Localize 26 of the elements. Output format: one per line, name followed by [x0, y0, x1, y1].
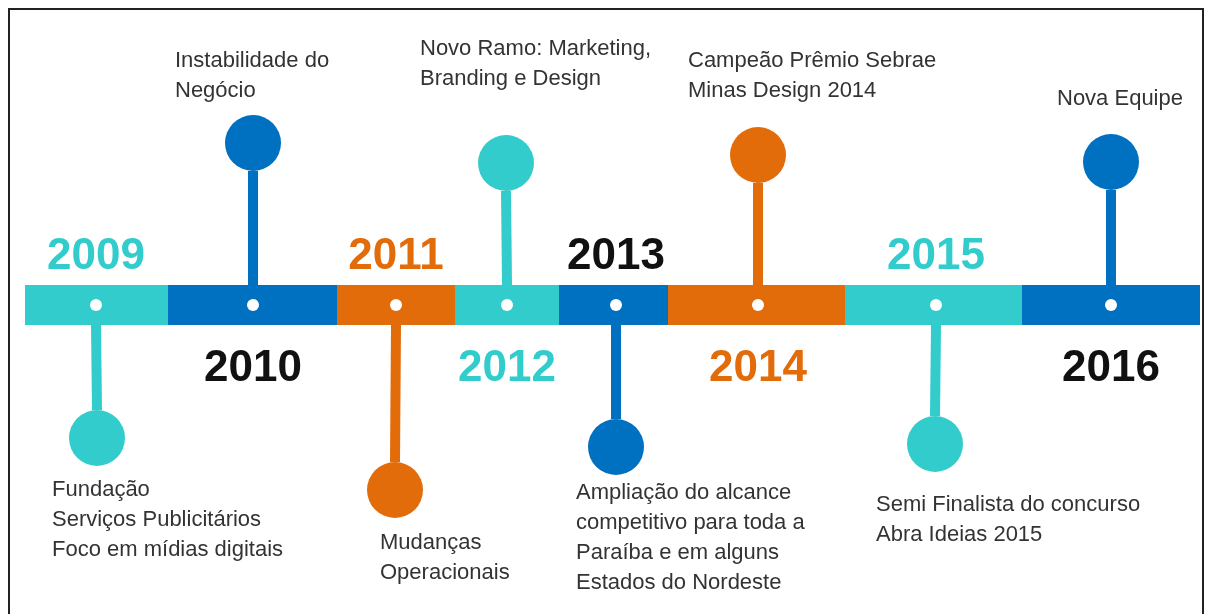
event-label: Campeão Prêmio Sebrae Minas Design 2014 — [688, 46, 938, 104]
event-label: Nova Equipe — [1057, 84, 1184, 112]
year-label: 2010 — [203, 341, 303, 391]
year-label: 2009 — [46, 229, 146, 279]
year-label: 2016 — [1061, 341, 1161, 391]
event-label: Novo Ramo: Marketing, Branding e Design — [420, 34, 653, 92]
event-label: Ampliação do alcance competitivo para toda a Paraíba e em alguns Estados do Nordeste — [576, 478, 806, 596]
connector-line — [930, 324, 941, 417]
event-label: Instabilidade do Negócio — [175, 46, 331, 104]
event-label: Mudanças Operacionais — [380, 528, 511, 586]
year-label: 2011 — [347, 229, 445, 279]
year-label: 2012 — [457, 341, 557, 391]
connector-line — [1106, 190, 1116, 285]
event-label: Fundação — [52, 475, 151, 503]
year-label: 2015 — [886, 229, 986, 279]
connector-line — [753, 183, 763, 285]
connector-line — [501, 190, 512, 286]
connector-line — [248, 171, 258, 285]
event-label: Serviços Publicitários — [52, 505, 263, 533]
year-label: 2014 — [708, 341, 808, 391]
year-label: 2013 — [566, 229, 666, 279]
event-label: Foco em mídias digitais — [52, 535, 285, 563]
connector-line — [91, 324, 102, 411]
connector-line — [390, 324, 401, 463]
event-label: Semi Finalista do concurso Abra Ideias 2015 — [876, 490, 1142, 548]
connector-line — [611, 325, 621, 419]
